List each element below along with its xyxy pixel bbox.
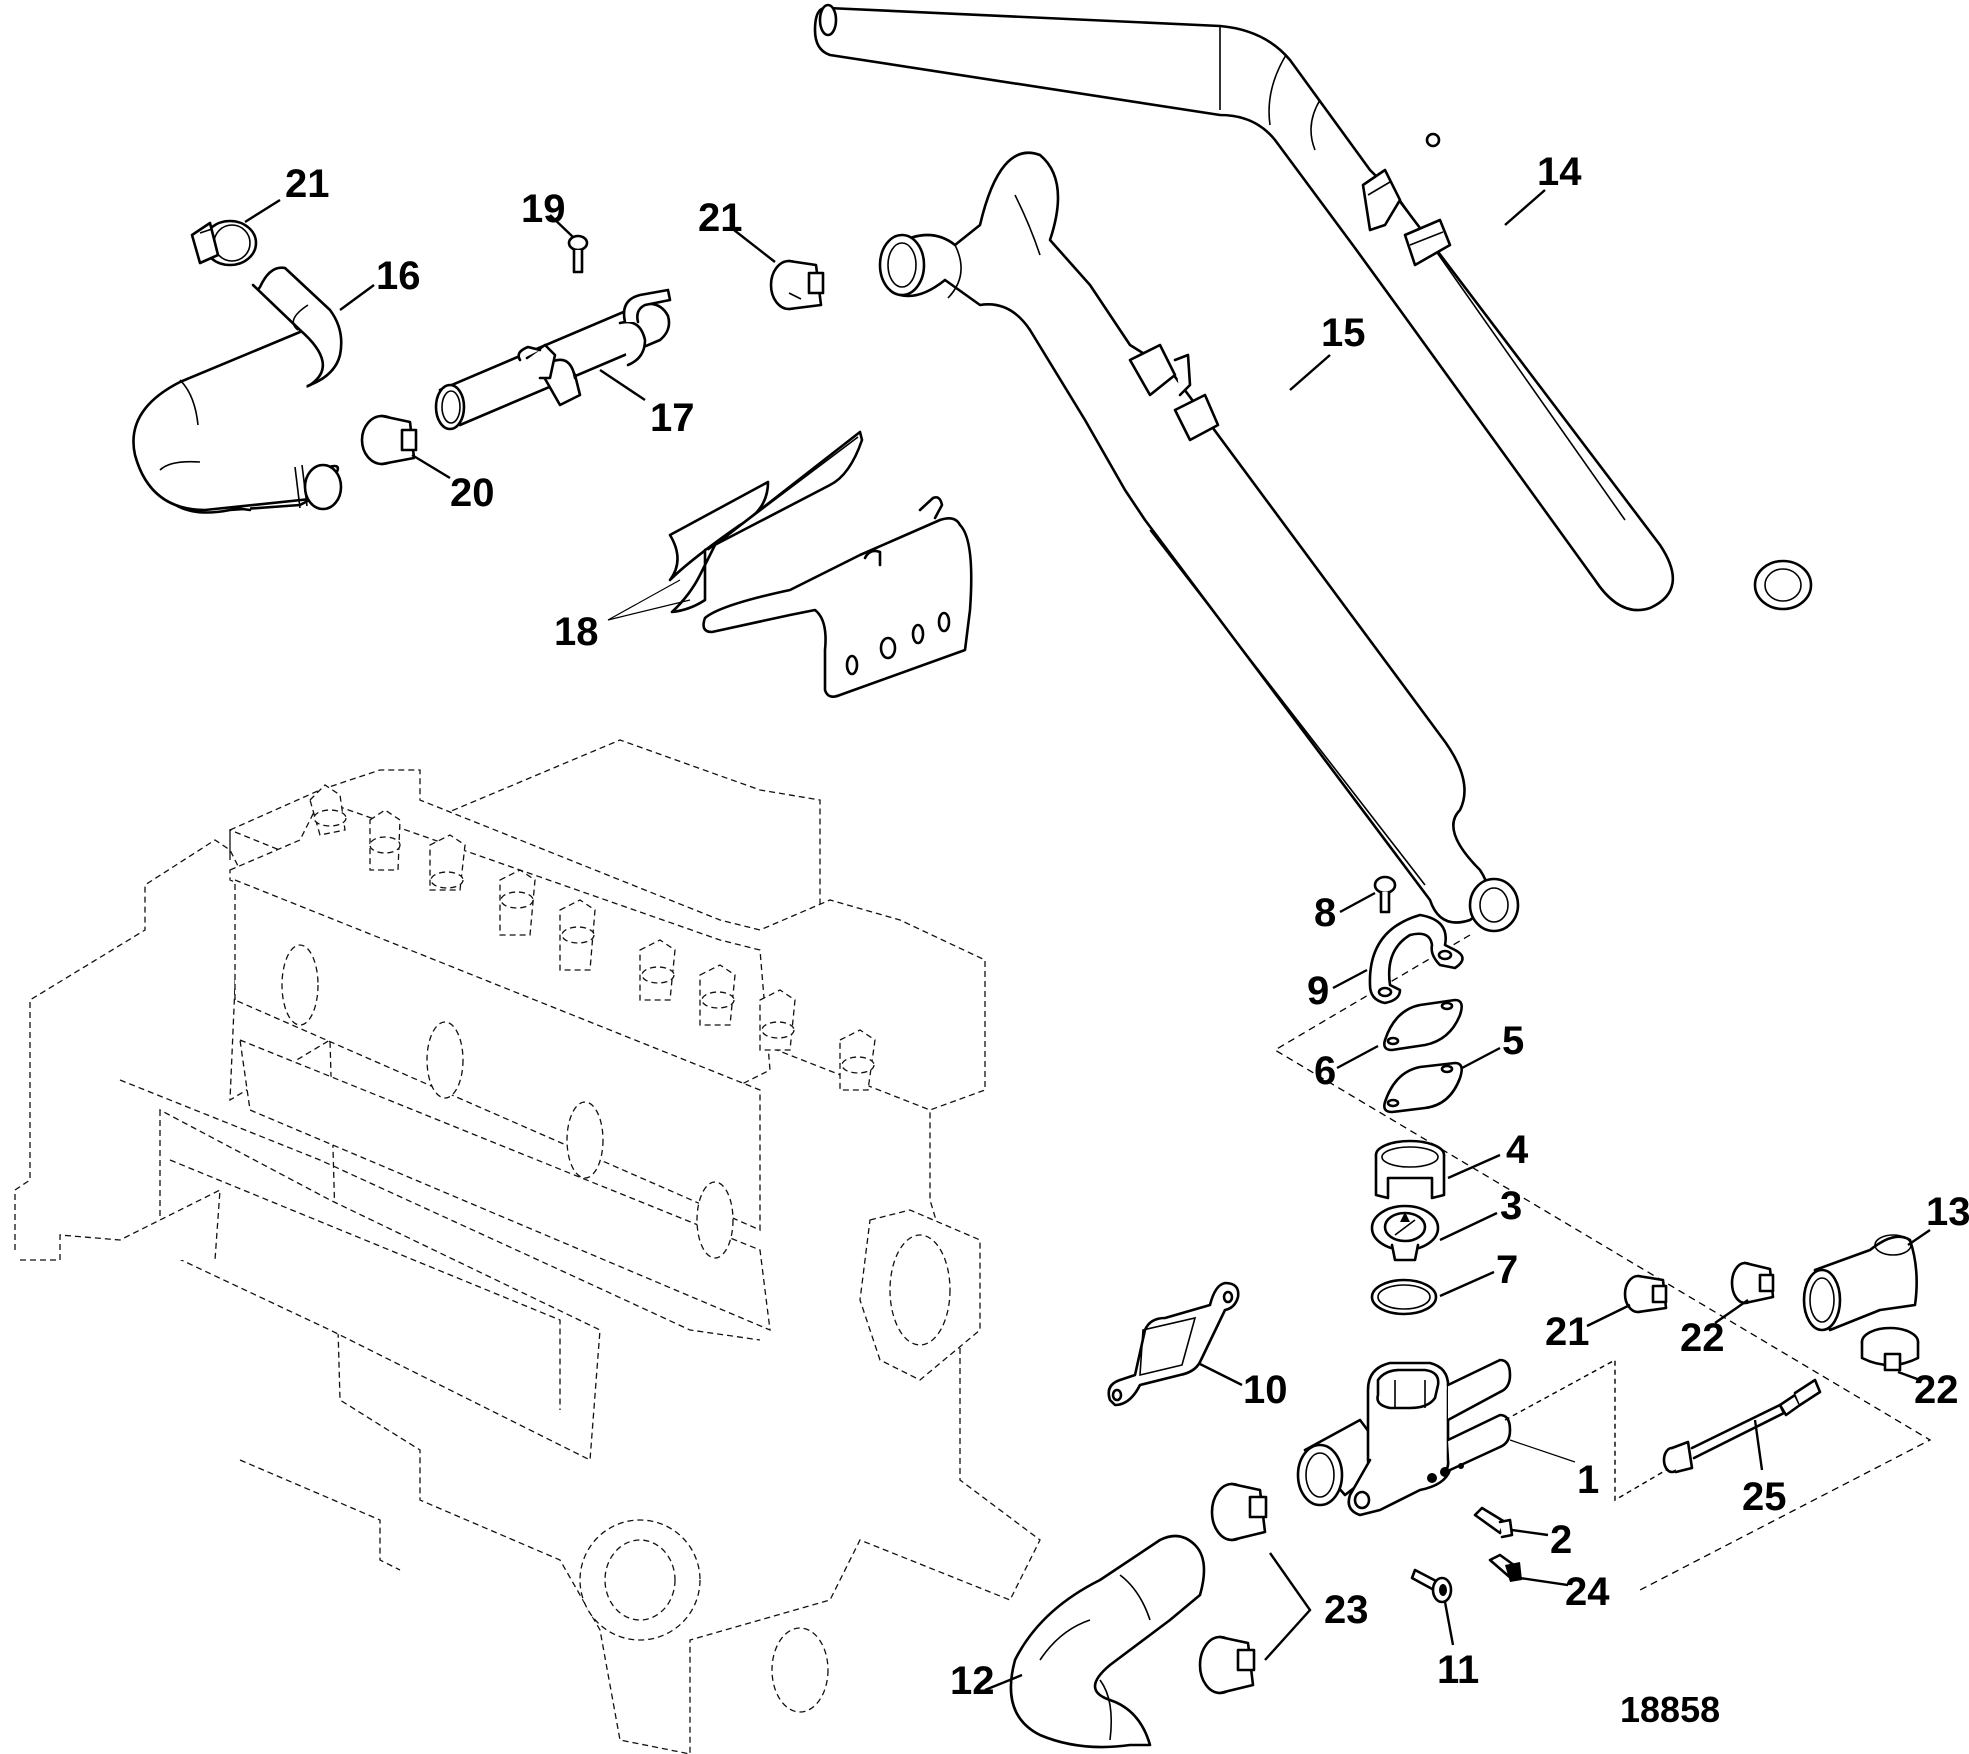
housing-gasket [1107, 1281, 1240, 1407]
callout-22[interactable]: 22 [1680, 1316, 1725, 1360]
thermostat [1370, 1204, 1440, 1262]
callout-6[interactable]: 6 [1314, 1049, 1336, 1093]
leader-11 [1443, 1601, 1455, 1646]
leader-12 [984, 1673, 1023, 1692]
elbow-hose [1009, 1534, 1206, 1749]
hose-clamp-15b [1173, 393, 1220, 442]
valve-pillars [309, 784, 876, 1091]
leader-6 [1336, 1044, 1379, 1070]
callout-2[interactable]: 2 [1550, 1518, 1572, 1562]
callout-24[interactable]: 24 [1565, 1570, 1610, 1614]
leader-19 [549, 214, 574, 238]
leader-25 [1753, 1419, 1764, 1471]
elbow-fitting [1802, 1234, 1918, 1332]
callout-labels: 21 16 19 21 17 20 18 14 15 8 9 6 5 4 3 7… [285, 150, 1969, 1730]
leader-18a [607, 579, 681, 621]
leader-8 [1339, 891, 1376, 914]
callout-17[interactable]: 17 [650, 396, 695, 440]
callout-21[interactable]: 21 [1545, 1310, 1590, 1354]
leader-22a [1714, 1299, 1749, 1324]
callout-16[interactable]: 16 [376, 254, 421, 298]
leader-13 [1907, 1229, 1931, 1246]
leader-5 [1461, 1046, 1501, 1070]
long-hose [813, 3, 1813, 612]
tube-assembly [434, 288, 672, 431]
screw-19 [567, 234, 589, 274]
bolt-11 [1410, 1568, 1453, 1604]
leader-4 [1447, 1153, 1501, 1180]
gasket-5 [1383, 1061, 1463, 1114]
callout-4[interactable]: 4 [1506, 1128, 1529, 1172]
leader-14 [1504, 189, 1546, 226]
leader-9 [1332, 968, 1368, 990]
strap-bracket [1368, 913, 1464, 1005]
callout-12[interactable]: 12 [950, 1659, 995, 1703]
leader-17 [599, 369, 646, 401]
callout-23[interactable]: 23 [1324, 1588, 1369, 1632]
cover-plate [1383, 998, 1463, 1052]
callout-22[interactable]: 22 [1914, 1368, 1959, 1412]
leader-18b [607, 599, 691, 621]
leader-21c [1586, 1303, 1631, 1328]
callout-25[interactable]: 25 [1742, 1475, 1787, 1519]
callout-21[interactable]: 21 [698, 196, 743, 240]
o-ring [1370, 1278, 1438, 1316]
callout-15[interactable]: 15 [1321, 311, 1366, 355]
callout-10[interactable]: 10 [1243, 1368, 1288, 1412]
callout-20[interactable]: 20 [450, 471, 495, 515]
leader-10 [1199, 1362, 1243, 1387]
leader-20 [411, 453, 451, 480]
sensor-fitting [1473, 1506, 1514, 1539]
sender [1488, 1553, 1522, 1582]
callout-7[interactable]: 7 [1496, 1248, 1518, 1292]
hose-clamp-22b [1860, 1326, 1920, 1372]
leader-2 [1511, 1528, 1549, 1537]
callout-5[interactable]: 5 [1502, 1019, 1524, 1063]
heat-shield [668, 430, 973, 698]
callout-18[interactable]: 18 [554, 610, 599, 654]
callout-13[interactable]: 13 [1926, 1190, 1969, 1234]
thermostat-sleeve [1374, 1139, 1446, 1200]
hose-clamp-22a [1730, 1261, 1775, 1305]
hose-clamp-23a [1210, 1482, 1268, 1542]
callout-14[interactable]: 14 [1537, 150, 1582, 194]
leader-3 [1439, 1211, 1498, 1242]
hose-clamp-14b [1403, 218, 1452, 267]
engine-block [14, 739, 1041, 1754]
thermostat-housing [1296, 1358, 1512, 1517]
s-hose [132, 266, 343, 514]
leader-23 [1264, 1552, 1312, 1661]
leader-21b [733, 229, 776, 263]
hose-clamp-20 [360, 414, 418, 466]
leader-21a [244, 198, 281, 224]
callout-21[interactable]: 21 [285, 162, 330, 206]
hose-clamp-23b [1198, 1635, 1256, 1695]
leader-16 [339, 284, 375, 311]
leader-22b [1897, 1370, 1921, 1382]
callout-11[interactable]: 11 [1437, 1648, 1479, 1692]
temperature-sensor-harness [1662, 1378, 1822, 1474]
hose-clamp-21c [1623, 1274, 1668, 1314]
figure-number: 18858 [1620, 1689, 1720, 1730]
leader-7 [1439, 1270, 1495, 1298]
callout-9[interactable]: 9 [1307, 969, 1329, 1013]
leader-24 [1519, 1576, 1569, 1587]
hose-clamp-15a [1128, 343, 1192, 397]
hose-clamp-14a [1361, 132, 1441, 232]
callout-8[interactable]: 8 [1314, 891, 1336, 935]
leader-15 [1289, 354, 1331, 391]
leader-1 [1509, 1439, 1576, 1463]
hose-clamp-21b [769, 259, 825, 311]
hose-clamp-21a [190, 219, 258, 267]
callout-3[interactable]: 3 [1500, 1184, 1522, 1228]
callout-19[interactable]: 19 [521, 187, 566, 231]
callout-1[interactable]: 1 [1577, 1458, 1599, 1502]
bypass-hose [878, 151, 1520, 933]
screw-8 [1373, 875, 1397, 914]
